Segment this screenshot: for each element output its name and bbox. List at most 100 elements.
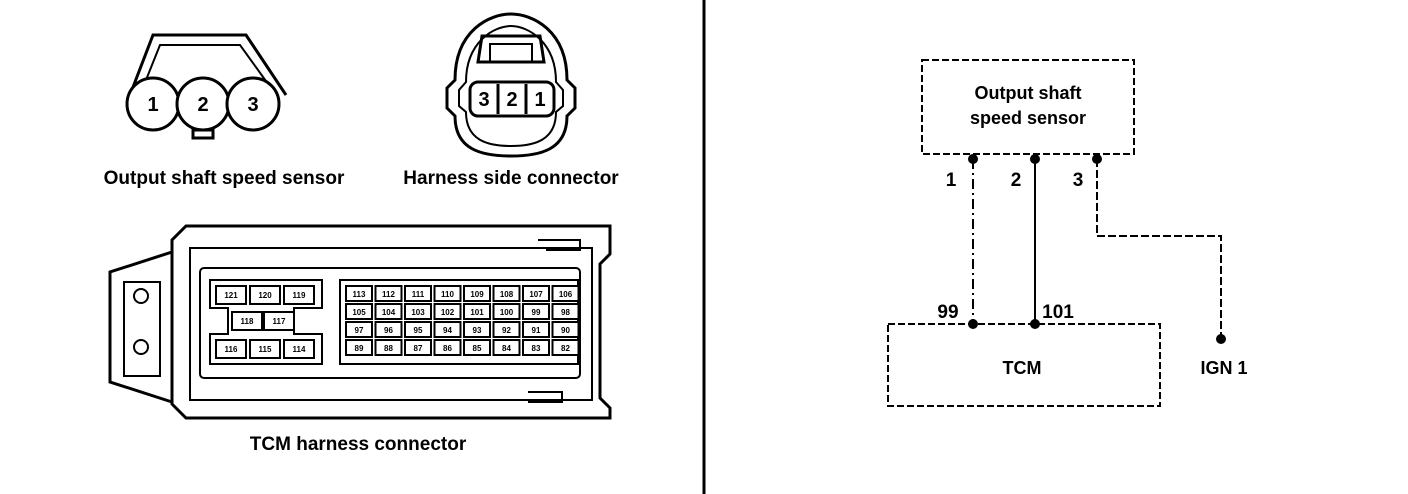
sensor-caption: Output shaft speed sensor (104, 168, 345, 189)
harness-pin-2: 2 (506, 89, 517, 111)
tcm-cell-box (433, 339, 462, 356)
harness-side-connector-drawing (445, 12, 577, 158)
sensor-pin-3: 3 (247, 94, 258, 116)
tcm-cell-box (404, 303, 432, 320)
tcm-cell-box (374, 339, 403, 356)
tcm-cell: 86 (443, 344, 452, 353)
tcm-cell-box (463, 303, 491, 320)
tcm-cell: 98 (561, 308, 570, 317)
tcm-cell: 88 (384, 344, 393, 353)
tcm-cell: 96 (384, 326, 393, 335)
tcm-cell: 118 (241, 317, 254, 326)
tcm-cell-box (374, 285, 403, 302)
wire-3 (1096, 159, 1222, 339)
tcm-cell-box (404, 285, 432, 302)
tcm-cell: 110 (441, 290, 454, 299)
tcm-cell: 115 (259, 345, 272, 354)
tcm-cell: 90 (561, 326, 570, 335)
schematic-sensor-box (921, 59, 1135, 155)
tcm-cell: 85 (473, 344, 482, 353)
tcm-pin-101: 101 (1042, 302, 1074, 323)
tcm-cell-box (404, 321, 432, 338)
tcm-cell-box (551, 339, 580, 356)
tcm-cell: 108 (500, 290, 514, 299)
tcm-right-block: 113 112 111 110 109 108 107 106 105 104 103 102 101 1… (345, 285, 580, 356)
tcm-cell-box (345, 321, 373, 338)
tcm-pin-99: 99 (937, 302, 958, 323)
tcm-left-block-labels: 121 120 119 118 117 116 115 114 (224, 291, 306, 354)
tcm-cell-box (345, 303, 373, 320)
tcm-cell: 82 (561, 344, 570, 353)
wire-label-3: 3 (1073, 170, 1084, 191)
schematic-tcm-label: TCM (1003, 358, 1042, 378)
tcm-cell: 87 (414, 344, 423, 353)
tcm-cell: 92 (502, 326, 511, 335)
tcm-cell: 112 (382, 290, 395, 299)
tcm-cell-box (433, 303, 462, 320)
tcm-cell: 93 (473, 326, 482, 335)
tcm-cell-box (463, 339, 491, 356)
tcm-cell-box (522, 303, 550, 320)
tcm-cell: 114 (293, 345, 306, 354)
tcm-cell-box (492, 339, 521, 356)
tcm-cell: 121 (224, 291, 238, 300)
sensor-pin-1: 1 (147, 94, 158, 116)
tcm-connector-caption: TCM harness connector (250, 434, 467, 455)
tcm-cell-box (433, 285, 462, 302)
schematic-sensor-line1: Output shaft (975, 83, 1082, 103)
tcm-cell: 84 (502, 344, 511, 353)
tcm-cell-box (374, 321, 403, 338)
tcm-cell-box (404, 339, 432, 356)
tcm-cell-box (345, 285, 373, 302)
harness-pin-3: 3 (478, 89, 489, 111)
harness-pin-1: 1 (534, 89, 545, 111)
tcm-cell: 102 (441, 308, 455, 317)
tcm-cell-box (522, 321, 550, 338)
connection-dots (968, 154, 1226, 344)
tcm-cell-box (551, 321, 580, 338)
tcm-cell-box (374, 303, 403, 320)
tcm-cell: 100 (500, 308, 514, 317)
tcm-cell: 94 (443, 326, 452, 335)
wire-label-2: 2 (1011, 170, 1022, 191)
tcm-cell: 101 (470, 308, 484, 317)
tcm-cell: 119 (293, 291, 306, 300)
tcm-cell: 117 (273, 317, 286, 326)
tcm-cell-box (345, 339, 373, 356)
tcm-cell: 91 (532, 326, 541, 335)
tcm-cell-box (463, 285, 491, 302)
sensor-pin-2: 2 (197, 94, 208, 116)
tcm-cell-box (492, 303, 521, 320)
tcm-cell: 111 (412, 290, 425, 299)
tcm-cell: 97 (355, 326, 364, 335)
tcm-cell: 103 (411, 308, 425, 317)
schematic-sensor-line2: speed sensor (970, 108, 1086, 128)
tcm-cell-box (551, 303, 580, 320)
tcm-cell-box (492, 321, 521, 338)
tcm-cell-box (433, 321, 462, 338)
tcm-cell: 105 (352, 308, 366, 317)
tcm-cell: 89 (355, 344, 364, 353)
ign-1-label: IGN 1 (1200, 358, 1247, 378)
tcm-cell-box (492, 285, 521, 302)
tcm-cell: 120 (258, 291, 272, 300)
tcm-cell: 95 (414, 326, 423, 335)
tcm-cell: 106 (559, 290, 573, 299)
tcm-harness-connector-drawing (108, 224, 612, 420)
tcm-cell: 99 (532, 308, 541, 317)
tcm-cell-box (463, 321, 491, 338)
tcm-cell: 109 (470, 290, 484, 299)
harness-caption: Harness side connector (403, 168, 619, 189)
tcm-cell: 116 (225, 345, 238, 354)
schematic-tcm-box (887, 323, 1161, 407)
tcm-cell: 113 (353, 290, 366, 299)
wire-label-1: 1 (946, 170, 957, 191)
tcm-cell-box (551, 285, 580, 302)
tcm-cell: 83 (532, 344, 541, 353)
tcm-cell-box (522, 339, 550, 356)
tcm-cell: 104 (382, 308, 396, 317)
tcm-cell: 107 (529, 290, 543, 299)
output-shaft-speed-sensor-drawing (125, 33, 288, 140)
tcm-cell-box (522, 285, 550, 302)
